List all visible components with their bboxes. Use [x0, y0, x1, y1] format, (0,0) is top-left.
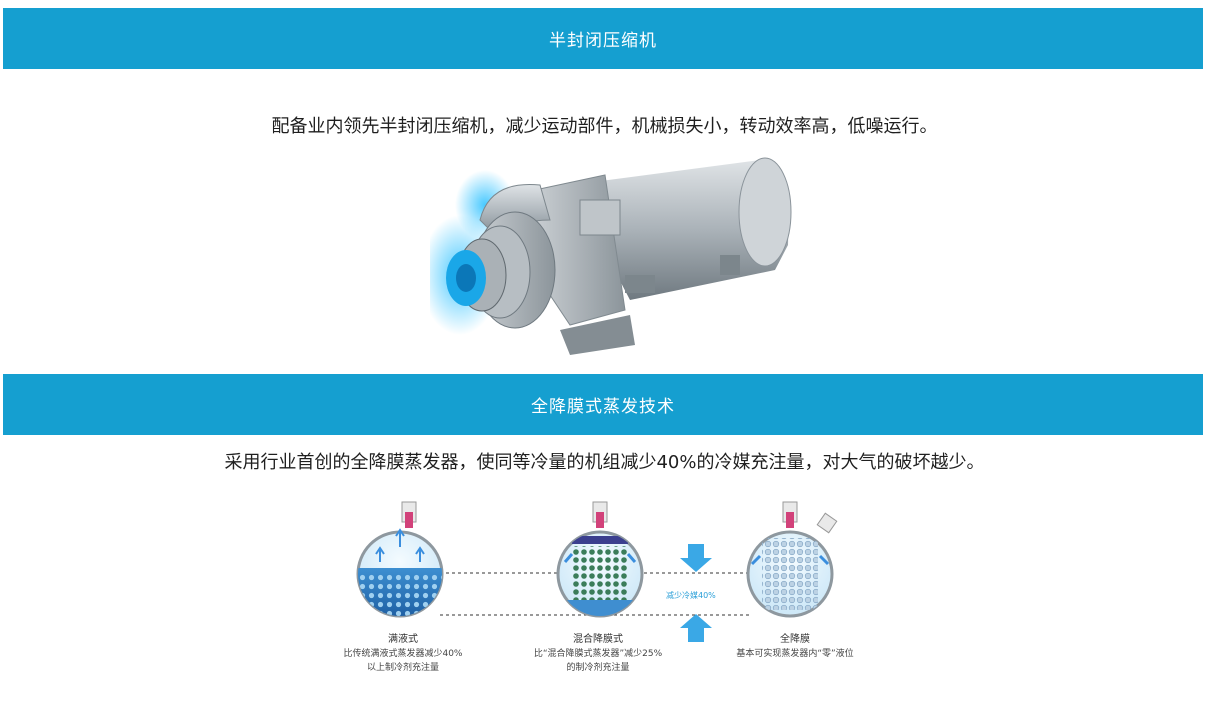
hybrid-falling-film-evaporator: [556, 501, 644, 618]
reduction-arrows: [680, 544, 712, 642]
caption-line: 比传统满液式蒸发器减少40%: [343, 649, 463, 659]
falling-film-description: 采用行业首创的全降膜蒸发器，使同等冷量的机组减少40%的冷媒充注量，对大气的破坏…: [224, 452, 985, 473]
caption-title: 全降膜: [780, 634, 810, 645]
flooded-evaporator: [356, 501, 444, 618]
evaporator-comparison-diagram: [356, 501, 838, 642]
compressor-image: [430, 157, 792, 355]
caption-line: 的制冷剂充注量: [566, 663, 630, 673]
caption-title: 满液式: [388, 634, 418, 645]
caption-line: 基本可实现蒸发器内“零”液位: [736, 649, 854, 659]
caption-line: 以上制冷剂充注量: [366, 663, 439, 673]
full-falling-film-evaporator: [746, 501, 838, 618]
evaporator-caption-flooded: 满液式 比传统满液式蒸发器减少40% 以上制冷剂充注量: [338, 633, 468, 675]
reduction-label: 减少冷媒40%: [666, 591, 716, 600]
section-banner-compressor: 半封闭压缩机: [3, 8, 1203, 69]
evaporator-caption-full: 全降膜 基本可实现蒸发器内“零”液位: [725, 633, 865, 661]
evaporator-caption-hybrid: 混合降膜式 比“混合降膜式蒸发器”减少25% 的制冷剂充注量: [528, 633, 668, 675]
caption-title: 混合降膜式: [573, 634, 623, 645]
caption-line: 比“混合降膜式蒸发器”减少25%: [533, 649, 663, 659]
section-title: 全降膜式蒸发技术: [531, 397, 675, 417]
compressor-description: 配备业内领先半封闭压缩机，减少运动部件，机械损失小，转动效率高，低噪运行。: [271, 116, 938, 137]
section-title: 半封闭压缩机: [549, 31, 657, 51]
section-banner-falling-film: 全降膜式蒸发技术: [3, 374, 1203, 435]
